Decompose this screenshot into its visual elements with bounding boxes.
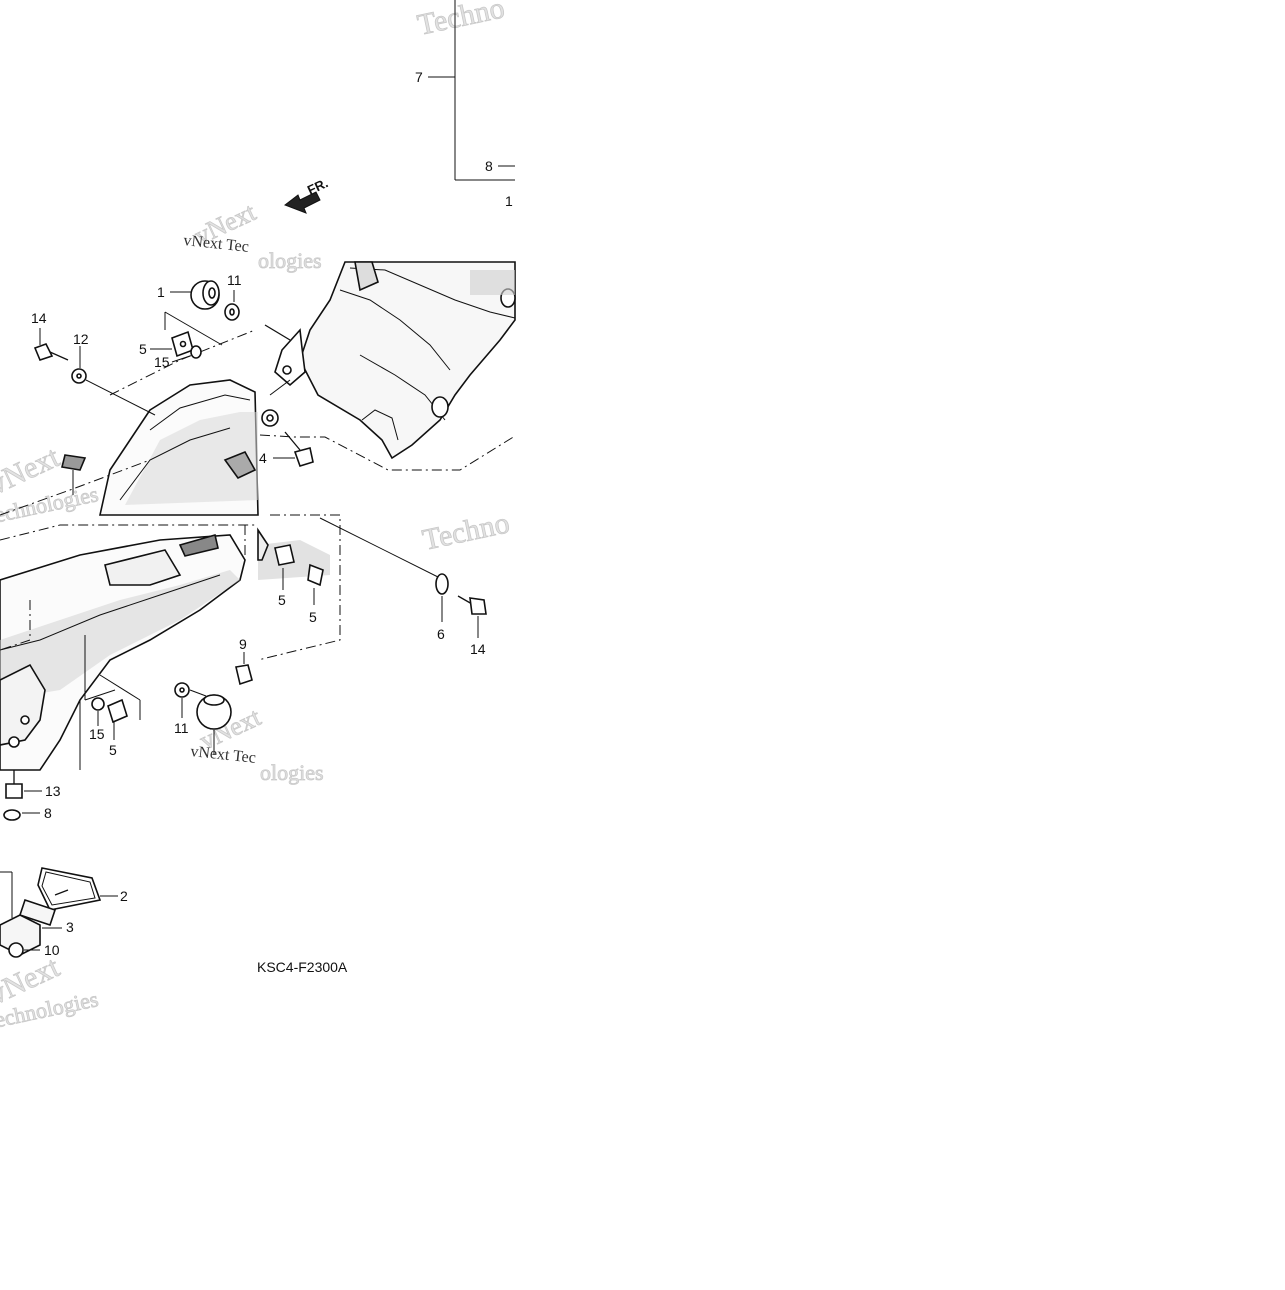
reflector-icon — [37, 867, 102, 911]
watermark-vnext-tec-upper: vNext Tec — [183, 232, 250, 256]
callout-5: 5 — [139, 341, 147, 357]
callout-10: 10 — [44, 942, 60, 958]
nut-icon — [235, 664, 253, 686]
part-6-washer — [435, 573, 449, 622]
front-direction-label: FR. — [305, 175, 330, 197]
pad-icon — [61, 454, 87, 471]
diagram-code: KSC4-F2300A — [257, 959, 348, 975]
washer-icon — [3, 809, 21, 821]
callout-7: 7 — [415, 69, 423, 85]
fender-upper-panel — [0, 311, 259, 516]
part-5-clip-lower — [107, 698, 128, 740]
part-1-grommet-lower — [189, 689, 232, 755]
part-5-clip-upper — [150, 330, 194, 358]
clip-nut-icon — [274, 544, 295, 566]
callout-11: 11 — [174, 720, 189, 736]
callout-5: 5 — [309, 609, 317, 625]
bolt-head-icon — [33, 343, 54, 361]
front-direction-arrow: FR. — [283, 175, 330, 214]
callout-1: 1 — [505, 193, 513, 209]
callout-9: 9 — [239, 636, 247, 652]
bolt-head-icon — [5, 783, 23, 799]
watermark-techno-mid: Techno — [420, 506, 513, 557]
callout-3: 3 — [66, 919, 74, 935]
clip-nut-icon — [307, 563, 324, 587]
arrow-icon — [283, 191, 321, 214]
watermark-ologies-lower: ologies — [260, 760, 324, 785]
part-8-washer-lower — [3, 809, 40, 821]
mount-panel — [257, 514, 441, 661]
nut-icon — [190, 345, 202, 359]
callout-6: 6 — [437, 626, 445, 642]
callout-12: 12 — [73, 331, 89, 347]
callout-5: 5 — [109, 742, 117, 758]
washer-icon — [435, 573, 449, 595]
bolt-head-icon — [469, 597, 487, 615]
callout-14: 14 — [470, 641, 486, 657]
part-1-grommet-upper — [170, 280, 220, 310]
nut-icon — [91, 697, 105, 711]
callout-2: 2 — [120, 888, 128, 904]
part-11-washer-lower — [174, 682, 190, 718]
callout-13: 13 — [45, 783, 61, 799]
part-12-washer — [71, 346, 156, 416]
part-13-bolt — [5, 770, 42, 799]
inner-fender-panel — [259, 261, 516, 471]
callout-15: 15 — [89, 726, 105, 742]
watermark-techno-top: Techno — [415, 0, 508, 42]
callout-11: 11 — [227, 272, 242, 288]
part-15-nut-lower — [91, 697, 105, 726]
callout-8: 8 — [485, 158, 493, 174]
bolt-head-icon — [293, 447, 314, 467]
callout-4: 4 — [259, 450, 267, 466]
callout-labels: 7 8 1 1 11 14 12 5 15 4 5 5 6 14 9 11 15… — [31, 69, 513, 958]
callout-15: 15 — [154, 354, 170, 370]
part-9-nut — [235, 652, 253, 686]
part-14-bolt-upper — [33, 328, 69, 361]
callout-5: 5 — [278, 592, 286, 608]
watermark-ologies-upper: ologies — [258, 248, 322, 273]
part-15-nut-upper — [171, 345, 202, 363]
part-4-bolt — [261, 379, 314, 467]
watermark-vnext-tec-lower: vNext Tec — [190, 743, 257, 767]
rear-fender-panel — [0, 524, 258, 771]
part-11-washer-upper — [224, 290, 291, 341]
callout-8: 8 — [44, 805, 52, 821]
clip-nut-icon — [107, 698, 128, 724]
callout-1: 1 — [157, 284, 165, 300]
reflector-group — [0, 867, 118, 958]
callout-14: 14 — [31, 310, 47, 326]
nut-icon — [8, 942, 24, 958]
part-14-bolt-lower — [457, 595, 487, 638]
upper-bracket-group — [428, 0, 515, 181]
